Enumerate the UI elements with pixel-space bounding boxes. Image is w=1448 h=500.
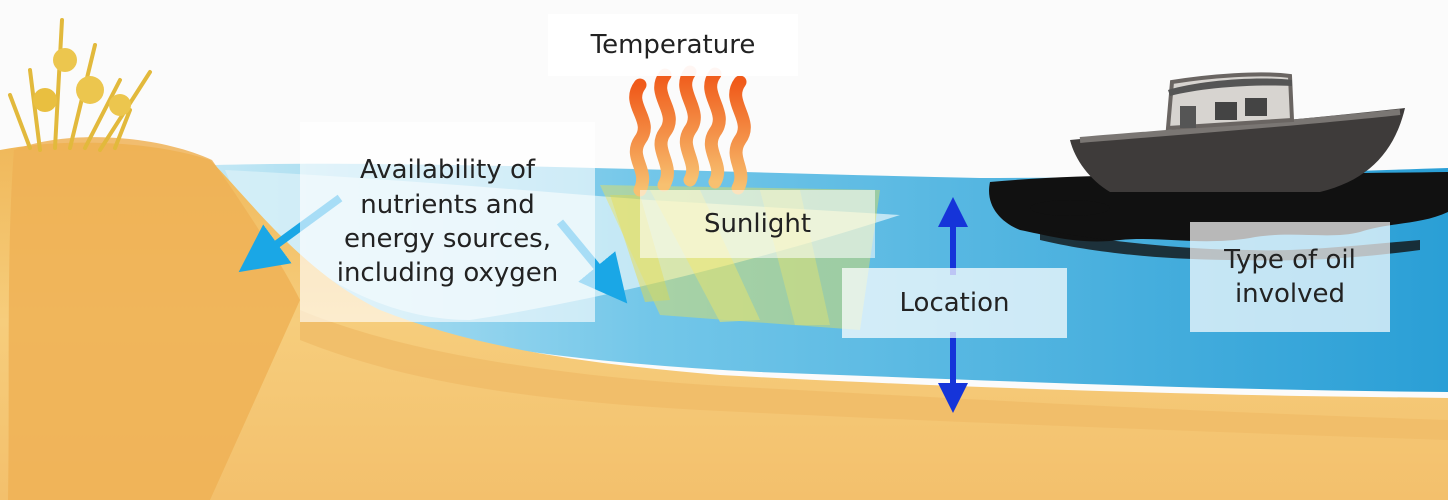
grass-tuft: [8, 18, 152, 152]
oil-type-label: Type of oil involved: [1190, 222, 1390, 332]
nutrients-label: Availability of nutrients and energy sou…: [300, 122, 595, 322]
heat-waves-icon: [629, 65, 751, 197]
location-label: Location: [842, 268, 1067, 338]
sunlight-label: Sunlight: [640, 190, 875, 258]
sand-cliff: [8, 137, 300, 500]
sand-ridge: [300, 310, 1448, 440]
temperature-label: Temperature: [548, 14, 798, 76]
boat-icon: [1070, 72, 1405, 192]
